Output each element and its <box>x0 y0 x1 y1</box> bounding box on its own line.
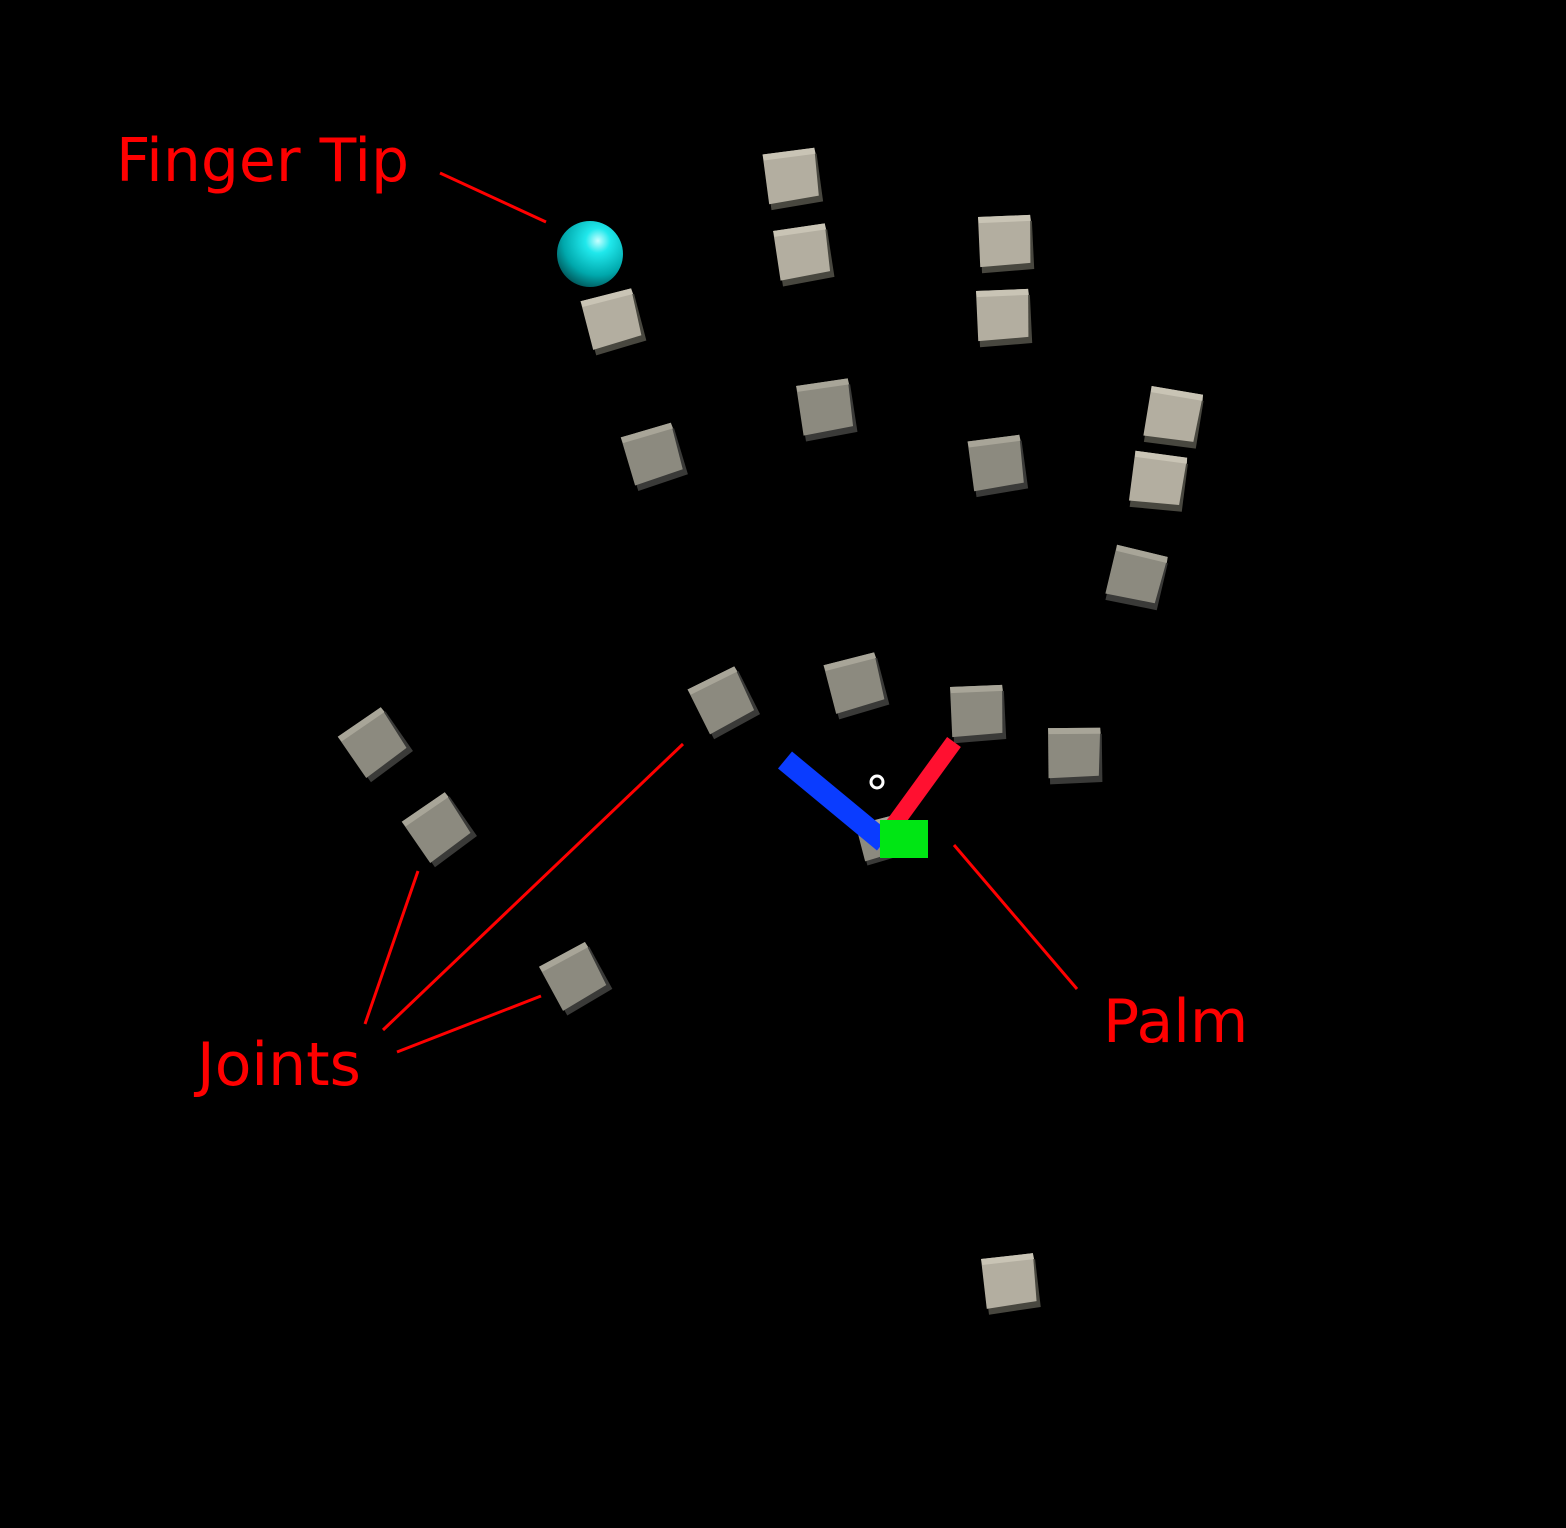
joint-cube <box>795 377 858 442</box>
axis-y <box>880 820 928 858</box>
origin-marker <box>869 774 885 790</box>
finger-tip-leader <box>439 171 547 224</box>
joints-leader <box>363 870 420 1025</box>
joint-cube <box>772 222 835 287</box>
joints-leader <box>381 742 685 1032</box>
joint-cube <box>976 213 1037 276</box>
joint-cube <box>948 683 1009 746</box>
axis-z <box>777 751 892 851</box>
annotation-lines <box>363 171 1079 1054</box>
palm-axes <box>777 737 961 858</box>
palm-leader <box>952 844 1079 990</box>
joint-cube <box>974 287 1035 350</box>
joints-label: Joints <box>193 1030 361 1100</box>
joint-cube <box>967 434 1029 498</box>
axis-x <box>886 737 961 831</box>
joint-cube <box>762 147 824 211</box>
joint-cube <box>980 1252 1041 1315</box>
joints-leader <box>396 994 542 1054</box>
finger-tip-label: Finger Tip <box>116 126 409 196</box>
palm-label: Palm <box>1103 987 1248 1057</box>
fingertip-sphere <box>557 221 623 287</box>
joint-cube <box>1044 724 1107 789</box>
